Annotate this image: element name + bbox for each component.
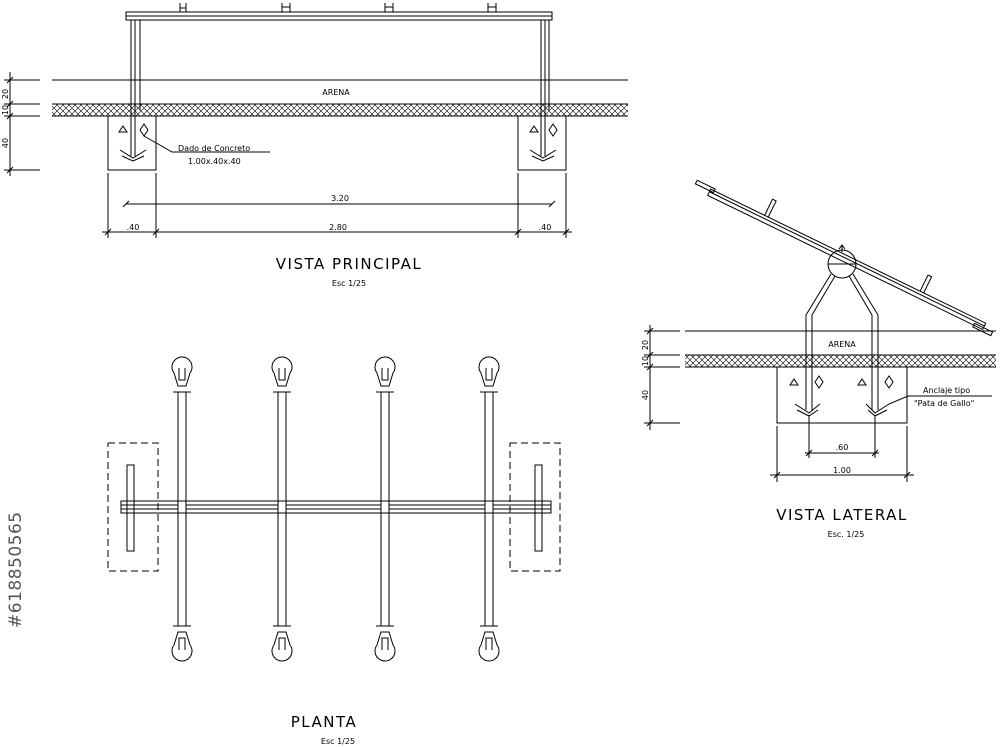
arena-label-side: ARENA xyxy=(828,340,856,349)
vista-lateral xyxy=(644,179,996,482)
dado-label-line2: 1.00x.40x.40 xyxy=(188,157,241,166)
board-4 xyxy=(480,391,498,627)
dim-side-v3: 40 xyxy=(641,390,650,400)
dim-front-v3: 40 xyxy=(1,138,10,148)
dim-front-v1: 20 xyxy=(1,89,10,99)
dado-outline-right xyxy=(509,442,561,572)
dim-side-v1: 20 xyxy=(641,340,650,350)
dado-outline-left xyxy=(107,442,159,572)
concrete-dado-side xyxy=(776,366,908,424)
concrete-dado-left xyxy=(107,115,157,171)
dim-front-right: .40 xyxy=(539,223,552,232)
dim-side-inner: .60 xyxy=(836,443,849,452)
seat-handles xyxy=(179,3,497,12)
board-2 xyxy=(273,391,291,627)
title-planta: PLANTA xyxy=(291,713,358,731)
arena-label-front: ARENA xyxy=(322,88,350,97)
dim-side-total: 1.00 xyxy=(833,466,851,475)
dim-side-v2: 10 xyxy=(641,356,650,366)
board-3 xyxy=(376,391,394,627)
anchor-right xyxy=(529,112,558,162)
title-vista-principal: VISTA PRINCIPAL xyxy=(276,255,422,273)
anclaje-label-line2: "Pata de Gallo" xyxy=(914,399,974,408)
leg-right xyxy=(848,273,879,410)
scale-vista-principal: Esc 1/25 xyxy=(332,279,366,288)
anchor-left xyxy=(118,112,149,162)
board-1 xyxy=(173,391,191,627)
dim-front-left: .40 xyxy=(127,223,140,232)
dim-front-total: 3.20 xyxy=(331,194,349,203)
leg-left xyxy=(805,273,836,410)
ground-hatch xyxy=(52,104,628,116)
planta xyxy=(107,356,561,662)
handles-bottom xyxy=(171,631,500,662)
concrete-dado-right xyxy=(517,115,567,171)
scale-vista-lateral: Esc. 1/25 xyxy=(828,530,865,539)
stock-image-id: #618850565 xyxy=(6,511,26,628)
dado-leader xyxy=(143,135,270,153)
anclaje-label-line1: Anclaje tipo xyxy=(923,386,970,395)
handles-top xyxy=(171,356,500,387)
seesaw-board xyxy=(694,179,994,337)
scale-planta: Esc 1/25 xyxy=(321,737,355,746)
dim-front-inner: 2.80 xyxy=(329,223,347,232)
dim-front-v2: 10 xyxy=(1,105,10,115)
title-vista-lateral: VISTA LATERAL xyxy=(776,506,908,524)
vista-principal xyxy=(4,3,628,238)
dado-label-line1: Dado de Concreto xyxy=(178,144,250,153)
